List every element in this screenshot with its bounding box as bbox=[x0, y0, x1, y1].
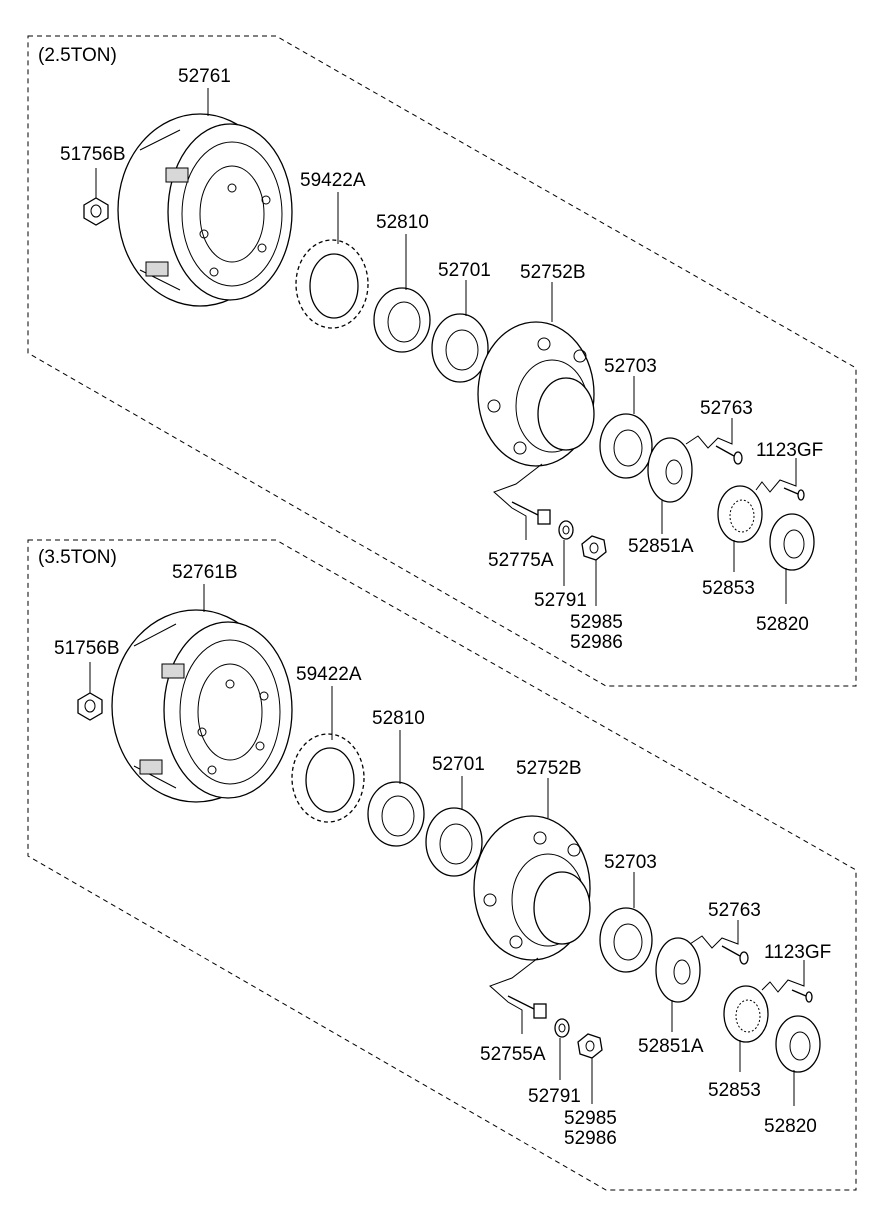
ring-plate[interactable] bbox=[723, 985, 769, 1043]
screw[interactable] bbox=[791, 989, 813, 1003]
wheel-nut[interactable] bbox=[577, 1033, 603, 1059]
label-59422a: 59422A bbox=[296, 664, 362, 685]
label-52703: 52703 bbox=[604, 356, 657, 377]
wheel-nut[interactable] bbox=[581, 535, 607, 561]
label-52851a: 52851A bbox=[628, 536, 694, 557]
brake-drum[interactable] bbox=[117, 113, 293, 307]
section-frame bbox=[27, 539, 857, 1191]
inner-bearing[interactable] bbox=[431, 313, 489, 383]
label-51756b: 51756B bbox=[54, 638, 120, 659]
outer-bearing[interactable] bbox=[599, 907, 653, 973]
label-52761b: 52761B bbox=[172, 562, 238, 583]
label-52701: 52701 bbox=[438, 260, 491, 281]
tone-wheel[interactable] bbox=[295, 239, 369, 329]
section-2-5-ton: (2.5TON) 52761 51756B bbox=[27, 35, 857, 687]
ring-plate[interactable] bbox=[717, 485, 763, 543]
oil-seal[interactable] bbox=[373, 287, 431, 353]
label-52986: 52986 bbox=[570, 632, 623, 653]
label-52853: 52853 bbox=[702, 578, 755, 599]
label-52853: 52853 bbox=[708, 1080, 761, 1101]
label-52703: 52703 bbox=[604, 852, 657, 873]
plate[interactable] bbox=[647, 437, 693, 503]
washer[interactable] bbox=[558, 520, 574, 540]
label-52810: 52810 bbox=[372, 708, 425, 729]
tone-wheel[interactable] bbox=[291, 733, 365, 823]
label-52820: 52820 bbox=[756, 614, 809, 635]
brake-drum[interactable] bbox=[111, 609, 293, 803]
label-59422a: 59422A bbox=[300, 170, 366, 191]
hub-bolt[interactable] bbox=[715, 445, 743, 465]
label-51756b: 51756B bbox=[60, 144, 126, 165]
outer-bearing[interactable] bbox=[599, 413, 653, 479]
label-52986: 52986 bbox=[564, 1128, 617, 1149]
label-52820: 52820 bbox=[764, 1116, 817, 1137]
label-52763: 52763 bbox=[700, 398, 753, 419]
label-1123gf: 1123GF bbox=[756, 440, 823, 461]
label-52763: 52763 bbox=[708, 900, 761, 921]
wheel-hub[interactable] bbox=[473, 815, 591, 961]
drum-nut[interactable] bbox=[77, 692, 103, 721]
label-52761: 52761 bbox=[178, 66, 231, 87]
label-52752b: 52752B bbox=[516, 758, 582, 779]
washer[interactable] bbox=[554, 1018, 570, 1038]
hub-cap[interactable] bbox=[775, 1015, 821, 1073]
label-52985: 52985 bbox=[564, 1108, 617, 1129]
section-title: (2.5TON) bbox=[38, 45, 117, 66]
label-52791: 52791 bbox=[534, 590, 587, 611]
section-3-5-ton: (3.5TON) 52761B 51756B bbox=[27, 539, 857, 1191]
wheel-bolt[interactable] bbox=[511, 501, 551, 525]
hub-bolt[interactable] bbox=[721, 945, 749, 965]
oil-seal[interactable] bbox=[367, 781, 425, 847]
section-frame bbox=[27, 35, 857, 687]
label-1123gf: 1123GF bbox=[764, 942, 831, 963]
label-52985: 52985 bbox=[570, 612, 623, 633]
label-52701: 52701 bbox=[432, 754, 485, 775]
wheel-hub[interactable] bbox=[477, 321, 595, 467]
label-52752b: 52752B bbox=[520, 262, 586, 283]
drum-nut[interactable] bbox=[83, 197, 109, 226]
label-52851a: 52851A bbox=[638, 1036, 704, 1057]
label-52810: 52810 bbox=[376, 212, 429, 233]
label-52791: 52791 bbox=[528, 1086, 581, 1107]
label-52755a: 52755A bbox=[480, 1044, 546, 1065]
hub-cap[interactable] bbox=[769, 513, 815, 571]
plate[interactable] bbox=[655, 937, 701, 1003]
screw[interactable] bbox=[783, 487, 805, 501]
inner-bearing[interactable] bbox=[425, 807, 483, 877]
section-title: (3.5TON) bbox=[38, 547, 117, 568]
label-52775a: 52775A bbox=[488, 550, 554, 571]
wheel-bolt[interactable] bbox=[507, 995, 547, 1019]
